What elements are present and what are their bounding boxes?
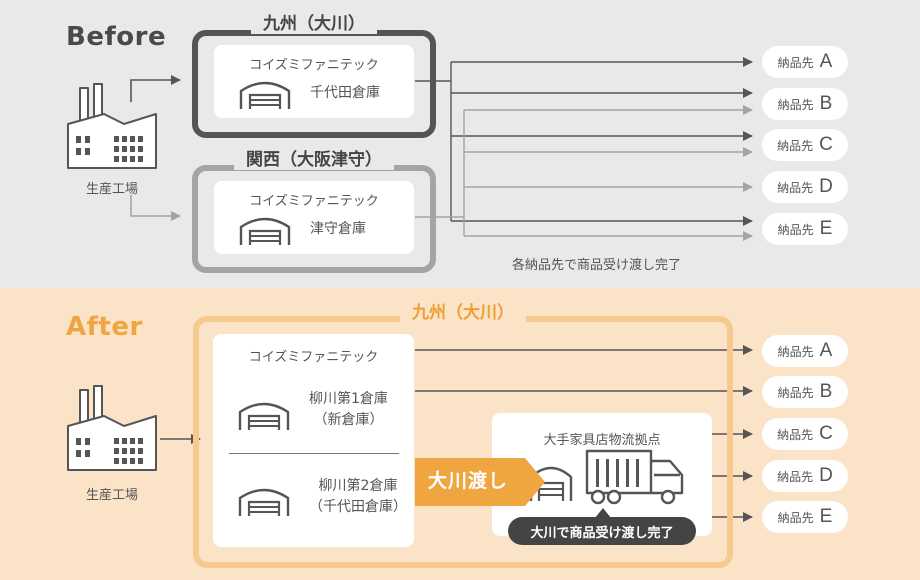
- customer-label: 納品先: [777, 427, 814, 442]
- customer-letter: A: [819, 51, 833, 72]
- warehouse-icon: [238, 488, 290, 516]
- factory-to-kansai-arrow: [130, 195, 181, 221]
- warehouse-icon: [529, 466, 573, 501]
- customer-letter: B: [819, 381, 833, 402]
- warehouse-1-line2: （新倉庫）: [313, 412, 384, 428]
- warehouse-1-name: 柳川第1倉庫 （新倉庫）: [309, 389, 388, 431]
- warehouse-icon: [238, 402, 290, 430]
- warehouse-card-kansai: コイズミファニテック 津守倉庫: [214, 181, 414, 254]
- transfer-arrow-icon: [415, 458, 545, 506]
- region-kyushu-label: 九州（大川）: [251, 14, 377, 34]
- customer-c: 納品先 C: [762, 129, 848, 161]
- warehouse-card-kyushu: コイズミファニテック 千代田倉庫: [214, 45, 414, 118]
- customer-a: 納品先 A: [762, 46, 848, 78]
- customer-e-after: 納品先 E: [762, 501, 848, 533]
- customer-letter: A: [819, 340, 833, 361]
- warehouse-card-yanagawa: コイズミファニテック 柳川第1倉庫 （新倉庫） 柳川第2倉庫 （千代田倉庫）: [213, 334, 414, 547]
- hub-title: 大手家具店物流拠点: [543, 433, 661, 448]
- customer-letter: D: [819, 465, 833, 486]
- customer-label: 納品先: [777, 469, 814, 484]
- customer-label: 納品先: [777, 97, 814, 112]
- customer-label: 納品先: [777, 385, 814, 400]
- warehouse-1-line1: 柳川第1倉庫: [309, 391, 388, 407]
- factory-to-kyushu-arrow: [130, 75, 181, 102]
- company-name: コイズミファニテック: [249, 194, 379, 209]
- customer-c-after: 納品先 C: [762, 418, 848, 450]
- warehouse-name: 津守倉庫: [310, 221, 366, 237]
- truck-icon: [585, 449, 684, 505]
- customer-d: 納品先 D: [762, 171, 848, 203]
- company-name: コイズミファニテック: [248, 350, 379, 365]
- warehouse-icon: [239, 217, 291, 245]
- before-title: Before: [66, 22, 167, 52]
- customer-d-after: 納品先 D: [762, 460, 848, 492]
- customer-letter: C: [819, 423, 833, 444]
- factory-label: 生産工場: [85, 182, 139, 197]
- warehouse-icon: [239, 81, 291, 109]
- badge-pointer: [595, 508, 611, 518]
- customer-e: 納品先 E: [762, 213, 848, 245]
- handover-complete-label: 大川で商品受け渡し完了: [530, 525, 674, 541]
- customer-letter: E: [819, 218, 833, 239]
- warehouse-2-line2: （千代田倉庫）: [309, 499, 407, 515]
- customer-label: 納品先: [777, 222, 814, 237]
- warehouse-2-name: 柳川第2倉庫 （千代田倉庫）: [309, 476, 407, 518]
- customer-a-after: 納品先 A: [762, 335, 848, 367]
- warehouse-2-line1: 柳川第2倉庫: [318, 478, 398, 494]
- region-kansai-label: 関西（大阪津守）: [234, 150, 394, 170]
- card-divider: [229, 453, 399, 454]
- factory-icon: [67, 385, 157, 471]
- customer-label: 納品先: [777, 510, 814, 525]
- after-title: After: [66, 312, 143, 342]
- company-name: コイズミファニテック: [249, 58, 379, 73]
- before-caption: 各納品先で商品受け渡し完了: [512, 258, 682, 273]
- region-kyushu-after-label: 九州（大川）: [400, 303, 526, 323]
- customer-letter: C: [819, 134, 833, 155]
- customer-letter: E: [819, 506, 833, 527]
- warehouse-name: 千代田倉庫: [310, 85, 380, 101]
- customer-letter: B: [819, 93, 833, 114]
- customer-label: 納品先: [777, 344, 814, 359]
- factory-label: 生産工場: [85, 488, 139, 503]
- customer-label: 納品先: [777, 180, 814, 195]
- customer-letter: D: [819, 176, 833, 197]
- customer-b-after: 納品先 B: [762, 376, 848, 408]
- factory-icon: [67, 83, 157, 169]
- customer-label: 納品先: [777, 138, 814, 153]
- customer-label: 納品先: [777, 55, 814, 70]
- customer-b: 納品先 B: [762, 88, 848, 120]
- kansai-trunk: [415, 110, 465, 236]
- handover-complete-badge: 大川で商品受け渡し完了: [508, 517, 696, 545]
- transfer-label: 大川渡し: [428, 470, 509, 492]
